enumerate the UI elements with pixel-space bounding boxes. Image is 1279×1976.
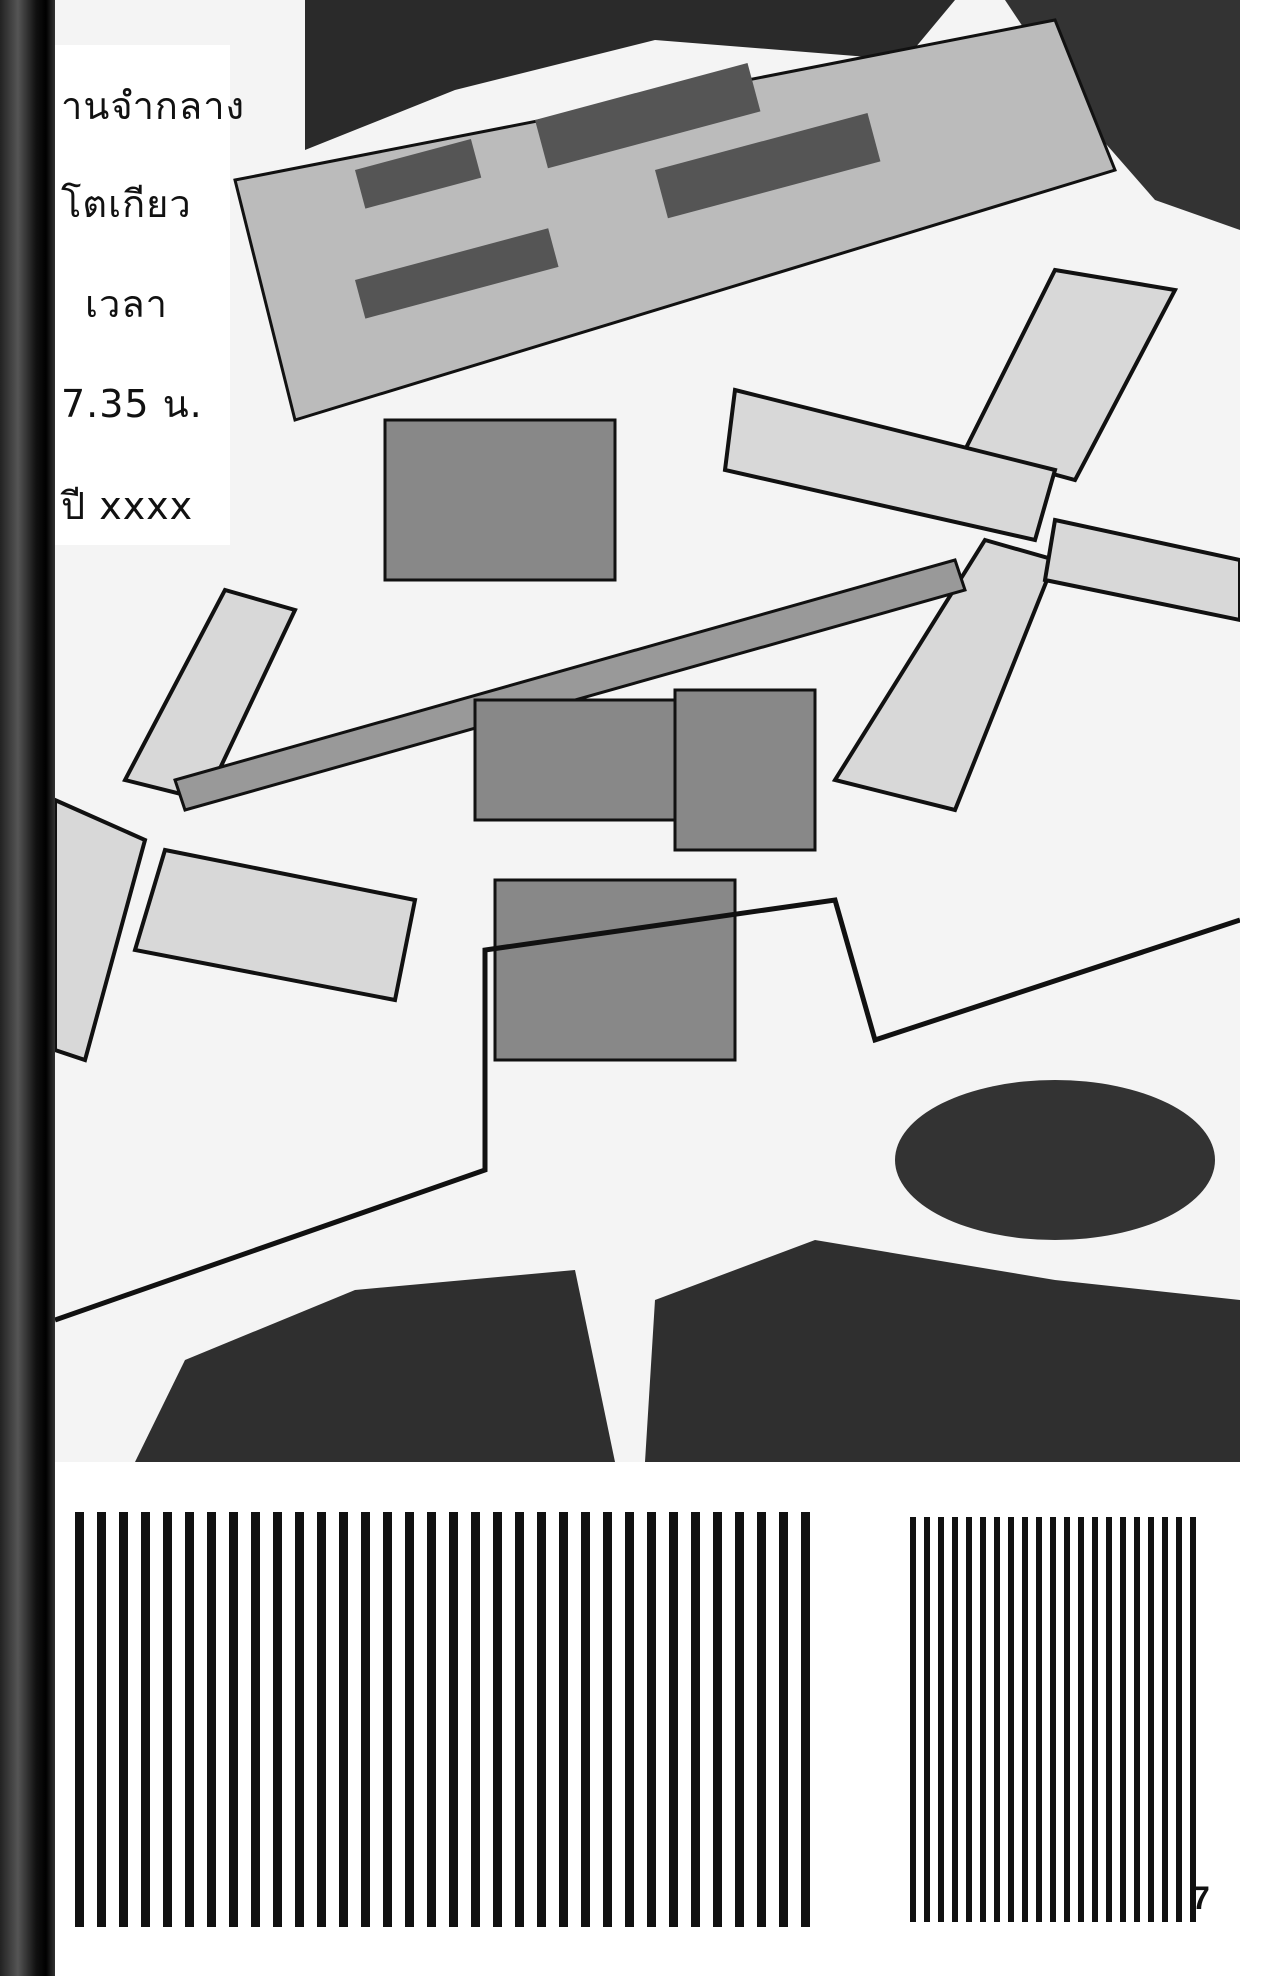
bar [779, 1512, 788, 1927]
bar [537, 1512, 546, 1927]
bar [515, 1512, 524, 1927]
bar [119, 1512, 128, 1927]
bar [1120, 1517, 1126, 1922]
bar [938, 1517, 944, 1922]
caption-box: านจำกลาง โตเกียว เวลา 7.35 น. ปี xxxx [55, 45, 244, 545]
bar [669, 1512, 678, 1927]
bar [361, 1512, 370, 1927]
bar [1022, 1517, 1028, 1922]
bar [952, 1517, 958, 1922]
bar [1064, 1517, 1070, 1922]
bar [625, 1512, 634, 1927]
bar [1092, 1517, 1098, 1922]
bar [405, 1512, 414, 1927]
caption-line-city: โตเกียว [61, 182, 192, 226]
bar [427, 1512, 436, 1927]
bar [1008, 1517, 1014, 1922]
caption-line-location: านจำกลาง [61, 84, 246, 128]
bar [994, 1517, 1000, 1922]
bar [1134, 1517, 1140, 1922]
bar [273, 1512, 282, 1927]
bar [1078, 1517, 1084, 1922]
bar [1148, 1517, 1154, 1922]
bar [1190, 1517, 1196, 1922]
bar [339, 1512, 348, 1927]
bar [383, 1512, 392, 1927]
prison-aerial-illustration [55, 0, 1240, 1462]
bar [910, 1517, 916, 1922]
bar [1176, 1517, 1182, 1922]
bar [97, 1512, 106, 1927]
caption-line-time: 7.35 น. [61, 382, 203, 426]
prison-bars-photo [75, 1512, 1240, 1927]
bar [449, 1512, 458, 1927]
bar [1050, 1517, 1056, 1922]
bar [317, 1512, 326, 1927]
bar [581, 1512, 590, 1927]
page-number: 7 [1192, 1880, 1210, 1916]
bar [493, 1512, 502, 1927]
bar [75, 1512, 84, 1927]
bar [163, 1512, 172, 1927]
bar [980, 1517, 986, 1922]
bar [713, 1512, 722, 1927]
bar [141, 1512, 150, 1927]
bar [1162, 1517, 1168, 1922]
bar [251, 1512, 260, 1927]
bar [185, 1512, 194, 1927]
bar [229, 1512, 238, 1927]
bar [966, 1517, 972, 1922]
bar [801, 1512, 810, 1927]
bar [295, 1512, 304, 1927]
bar [757, 1512, 766, 1927]
bar [1106, 1517, 1112, 1922]
bar [471, 1512, 480, 1927]
book-binding-edge [0, 0, 55, 1976]
bar [647, 1512, 656, 1927]
bar [559, 1512, 568, 1927]
bar [924, 1517, 930, 1922]
bar [1036, 1517, 1042, 1922]
bar [691, 1512, 700, 1927]
caption-line-year: ปี xxxx [61, 484, 194, 528]
caption-line-time-label: เวลา [85, 282, 168, 326]
bar [735, 1512, 744, 1927]
bar [207, 1512, 216, 1927]
bar [603, 1512, 612, 1927]
